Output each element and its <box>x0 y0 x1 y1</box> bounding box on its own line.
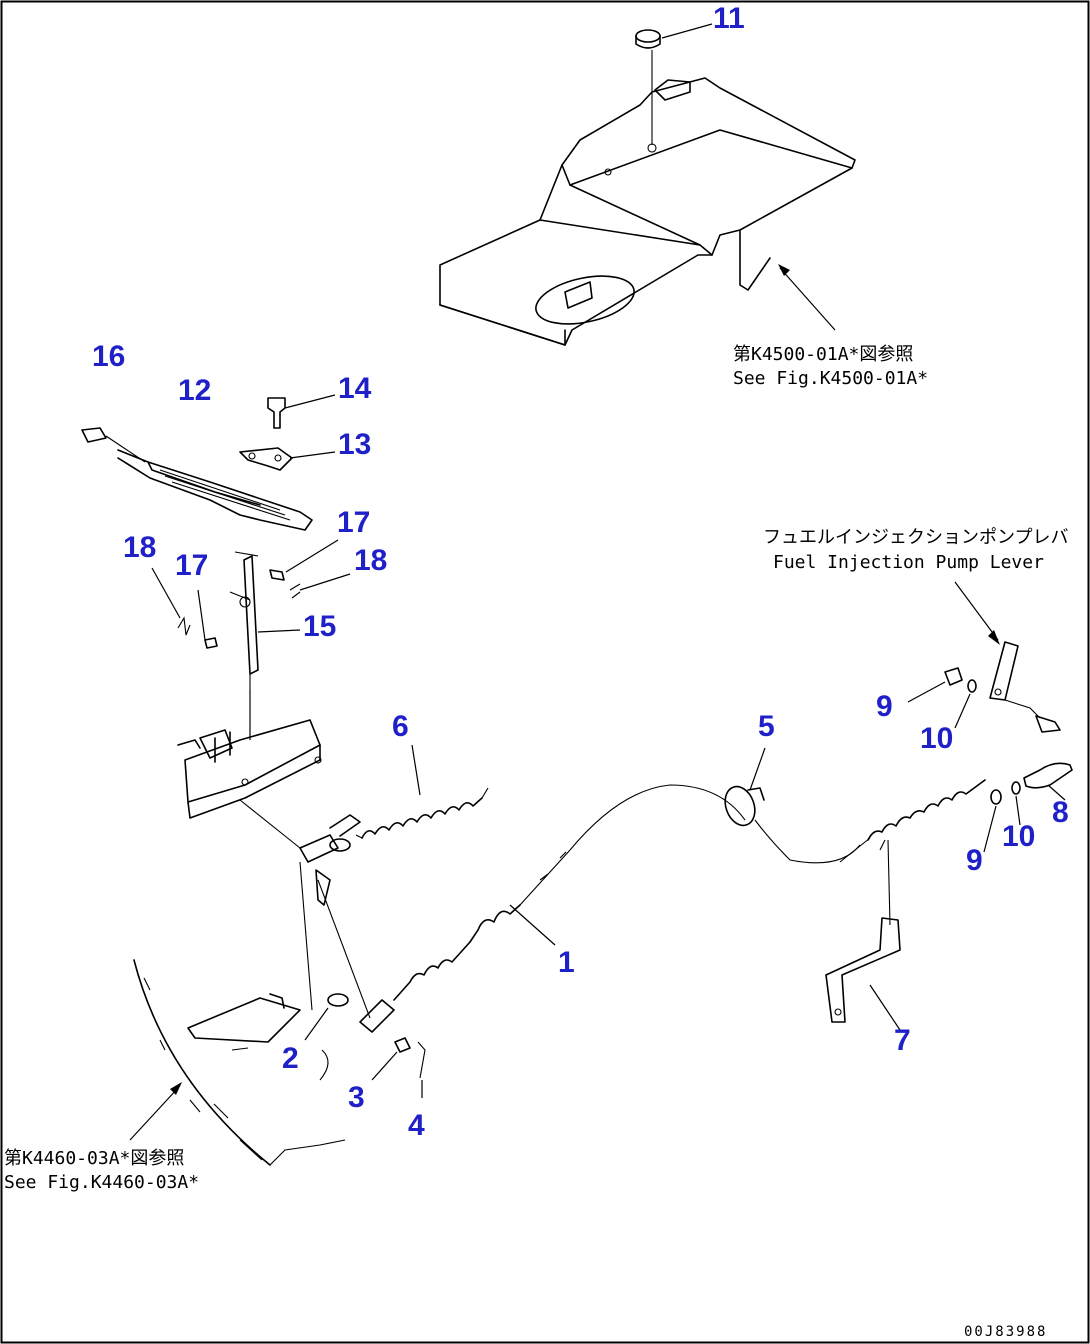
part-number-label: 7 <box>894 1024 911 1057</box>
part-15-rod <box>151 539 351 740</box>
leader-13 <box>289 451 336 459</box>
part-number-label: 18 <box>354 544 387 577</box>
right-fasteners <box>907 667 1073 853</box>
pedal-bracket <box>177 690 322 819</box>
part-link <box>239 799 371 1019</box>
part-number-label: 13 <box>338 428 371 461</box>
floor-ref-arrow <box>778 264 790 276</box>
part-number-label: 10 <box>1002 820 1035 853</box>
part-number-label: 9 <box>966 844 983 877</box>
part-number-label: 3 <box>348 1081 365 1114</box>
part-number-label: 8 <box>1052 796 1069 829</box>
part-number-label: 6 <box>392 710 409 743</box>
part-number-label: 18 <box>123 531 156 564</box>
leader-14 <box>284 394 336 409</box>
floor-ref-note-jp: 第K4500-01A*図参照 <box>733 344 913 365</box>
part-5-clamp <box>724 747 861 864</box>
part-number-label: 1 <box>558 946 575 979</box>
part-number-label: 5 <box>758 710 775 743</box>
pump-lever-note-jp: フュエルインジェクションポンプレバ <box>763 527 1068 548</box>
part-6-spring <box>355 744 489 839</box>
pump-lever-note-en: Fuel Injection Pump Lever <box>773 552 1044 573</box>
frame-ref-note-jp: 第K4460-03A*図参照 <box>4 1148 184 1169</box>
floor-ref-note-en: See Fig.K4500-01A* <box>733 368 928 389</box>
part-number-label: 12 <box>178 374 211 407</box>
lower-plate-drawing <box>187 993 426 1098</box>
part-number-label: 10 <box>920 722 953 755</box>
part-11-plug <box>635 23 713 145</box>
drawing-code: 00J83988 <box>964 1324 1047 1340</box>
part-number-label: 17 <box>175 549 208 582</box>
part-7-bracket <box>825 917 901 1031</box>
floor-plate-drawing <box>439 77 856 346</box>
frame-ref-note-en: See Fig.K4460-03A* <box>4 1172 199 1193</box>
pump-lever-drawing <box>954 581 1061 733</box>
frame-curve <box>129 959 346 1166</box>
part-number-label: 9 <box>876 690 893 723</box>
part-number-label: 15 <box>303 610 336 643</box>
part-number-label: 2 <box>282 1042 299 1075</box>
floor-ref-leader <box>779 267 836 331</box>
part-number-label: 16 <box>92 340 125 373</box>
part-number-label: 11 <box>713 2 745 35</box>
part-number-label: 4 <box>408 1109 425 1142</box>
part-number-label: 14 <box>338 372 372 405</box>
part-number-label: 17 <box>337 506 370 539</box>
pedal-drawing <box>81 397 313 531</box>
cable-end-right <box>839 779 986 926</box>
